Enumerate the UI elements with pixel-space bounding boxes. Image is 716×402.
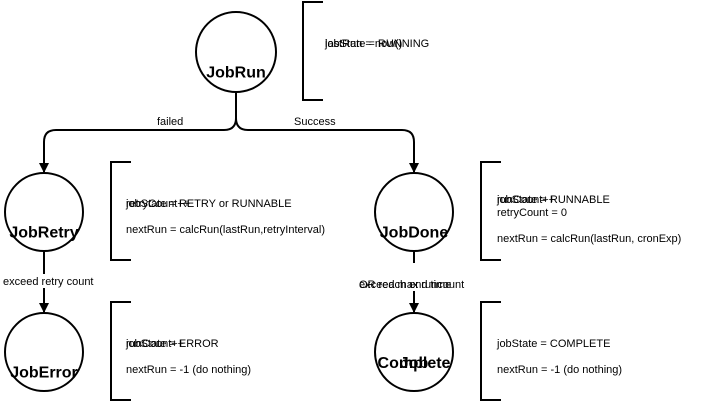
note-bracket	[110, 161, 131, 261]
text-line: nextRun = -1 (do nothing)	[497, 364, 622, 376]
note-joberror: jobState = ERRORrunCount++ nextRun = -1 (…	[125, 338, 251, 376]
text-line: Job	[400, 355, 429, 372]
note-jobretry: jobState = RETRY or RUNNABLEretryCount++…	[125, 198, 325, 236]
text-line: JobRetry	[9, 225, 78, 242]
state-jobrun: JobRun	[195, 11, 277, 93]
note-bracket	[480, 301, 501, 401]
text-line: lastRun = now()	[325, 38, 402, 50]
text-line: nextRun = calcRun(lastRun, cronExp)	[497, 233, 681, 245]
state-joberror: JobError	[4, 312, 84, 392]
text-line: nextRun = calcRun(lastRun,retryInterval)	[126, 224, 325, 236]
note-jobcomplete: jobState = COMPLETE nextRun = -1 (do noth…	[496, 338, 622, 376]
text-line: runCount++	[126, 338, 184, 350]
text-line: retryCount = 0	[497, 207, 567, 219]
text-line: failed	[157, 116, 183, 128]
text-line: JobDone	[380, 225, 449, 242]
text-line: JobError	[10, 365, 78, 382]
text-line: jobState = RUNNABLE	[496, 194, 610, 206]
note-bracket	[480, 161, 501, 261]
edge-label-failed: failed	[157, 116, 183, 128]
text-line: OR reach end time	[359, 279, 451, 291]
text-line: jobState = RUNNING	[324, 38, 429, 50]
edge-jobrun-to-jobdone	[235, 117, 419, 173]
text-line: nextRun = -1 (do nothing)	[126, 364, 251, 376]
text-line: runCount++	[497, 194, 555, 206]
edge-label-success: Success	[294, 116, 336, 128]
text-line: jobState = ERROR	[125, 338, 219, 350]
state-label: JobError	[10, 365, 78, 382]
edge-label-exceed-retry-count: exceed retry count	[3, 276, 94, 288]
text-line: exceed retry count	[3, 276, 94, 288]
text-line: retryCount++	[126, 198, 190, 210]
state-jobretry: JobRetry	[4, 172, 84, 252]
text-line: jobState = RETRY or RUNNABLE	[125, 198, 292, 210]
edge-jobrun-branch	[39, 82, 237, 173]
text-line: jobState = COMPLETE	[496, 338, 610, 350]
state-jobdone: JobDone	[374, 172, 454, 252]
text-line: Success	[294, 116, 336, 128]
note-jobdone: jobState = RUNNABLErunCount++retryCount …	[496, 194, 681, 245]
state-label: JobComplete	[378, 355, 451, 372]
text-line: Complete	[378, 355, 451, 372]
edge-label-exceed-max-runcount: exceed max runcountOR reach end time	[359, 279, 464, 291]
text-line: JobRun	[206, 65, 266, 82]
note-bracket	[302, 1, 323, 101]
state-label: JobRetry	[9, 225, 78, 242]
text-line: exceed max runcount	[359, 279, 464, 291]
state-jobcomplete: JobComplete	[374, 312, 454, 392]
state-label: JobRun	[206, 65, 266, 82]
state-label: JobDone	[380, 225, 449, 242]
note-jobrun: jobState = RUNNINGlastRun = now()	[324, 38, 429, 50]
note-bracket	[110, 301, 131, 401]
